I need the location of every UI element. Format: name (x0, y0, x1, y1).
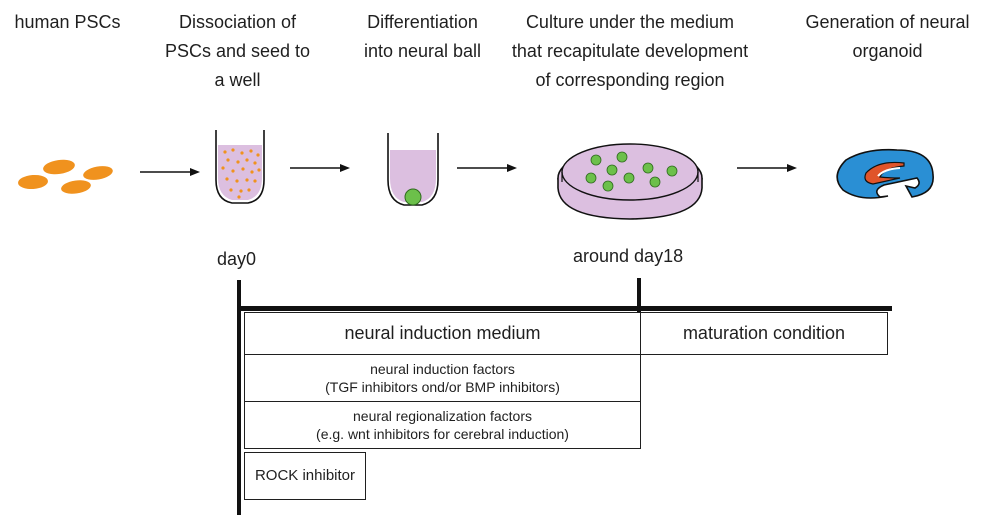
step-2-line-3: a well (214, 70, 261, 90)
timeline-axis (237, 306, 892, 311)
step-4-line-3: of corresponding region (535, 70, 725, 90)
neural-induction-factors-box: neural induction factors (TGF inhibitors… (244, 354, 641, 402)
well-with-cells-icon (215, 130, 265, 204)
day0-label: day0 (217, 249, 257, 269)
day0-vertical-line (237, 280, 241, 515)
step-2-line-2: PSCs and seed to (164, 41, 311, 61)
rock-inhibitor-label: ROCK inhibitor (254, 467, 356, 484)
maturation-condition-box: maturation condition (640, 312, 888, 355)
rock-inhibitor-box: ROCK inhibitor (244, 452, 366, 500)
step-2-line-1: Dissociation of (178, 12, 297, 32)
induction-factors-line-2: (TGF inhibitors ond/or BMP inhibitors) (325, 379, 560, 395)
step-3-line-2: into neural ball (363, 41, 482, 61)
regionalization-factors-line-1: neural regionalization factors (353, 408, 532, 424)
step-5-line-1: Generation of neural (805, 12, 970, 32)
neural-induction-medium-label: neural induction medium (344, 323, 541, 343)
maturation-condition-label: maturation condition (682, 323, 846, 343)
induction-factors-line-1: neural induction factors (370, 361, 515, 377)
step-1-line-1: human PSCs (14, 12, 121, 32)
day18-label: around day18 (573, 246, 684, 266)
regionalization-factors-line-2: (e.g. wnt inhibitors for cerebral induct… (316, 426, 569, 442)
step-5-line-2: organoid (852, 41, 923, 61)
neural-organoid-icon (836, 148, 934, 199)
neural-induction-medium-box: neural induction medium (244, 312, 641, 355)
step-label-differentiation: Differentiation into neural ball (340, 8, 505, 66)
culture-dish-icon (557, 143, 703, 220)
well-with-neural-ball-icon (387, 133, 439, 206)
step-label-dissociation: Dissociation of PSCs and seed to a well (150, 8, 325, 95)
step-4-line-1: Culture under the medium (525, 12, 735, 32)
step-3-line-1: Differentiation (367, 12, 478, 32)
arrow-icon-1 (140, 168, 200, 176)
step-label-human-pscs: human PSCs (0, 8, 135, 37)
arrow-icon-2 (290, 164, 350, 172)
step-label-generation: Generation of neural organoid (780, 8, 995, 66)
arrow-icon-4 (737, 164, 797, 172)
arrow-icon-3 (457, 164, 517, 172)
step-4-line-2: that recapitulate development (511, 41, 749, 61)
step-label-culture: Culture under the medium that recapitula… (490, 8, 770, 95)
neural-regionalization-factors-box: neural regionalization factors (e.g. wnt… (244, 401, 641, 449)
pscs-cells-icon (18, 159, 113, 194)
day18-vertical-line (637, 278, 641, 312)
